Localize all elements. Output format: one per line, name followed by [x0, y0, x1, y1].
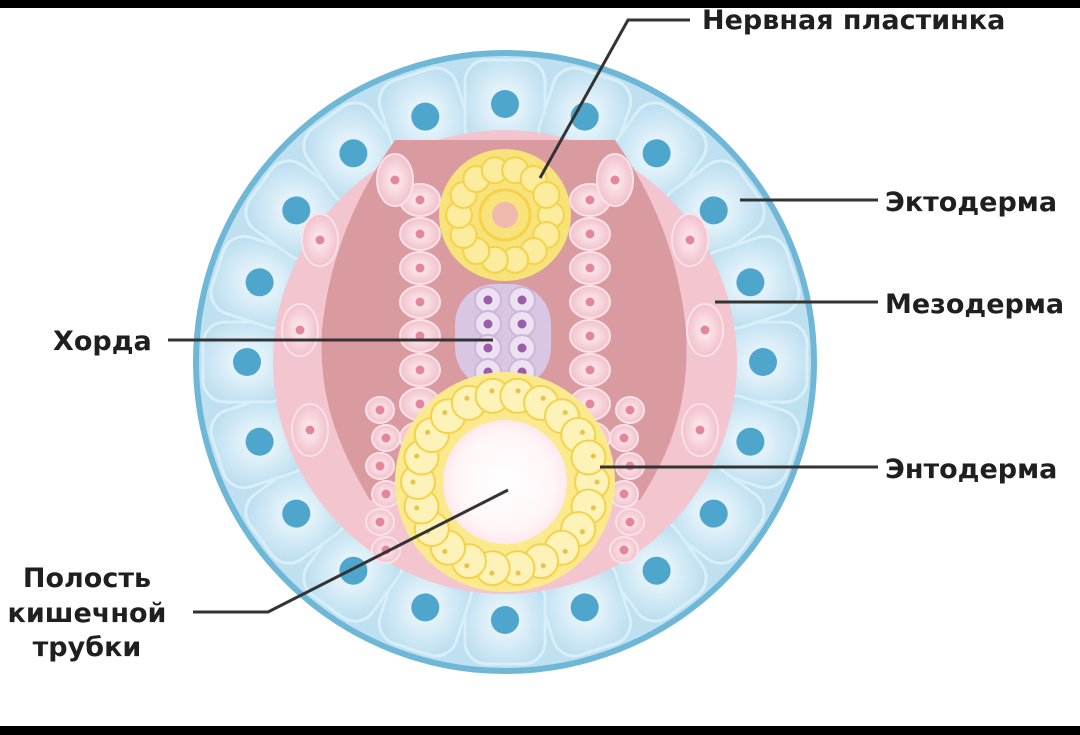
label-neural-plate: Нервная пластинка	[702, 5, 1005, 36]
mesoderm-cell	[399, 353, 441, 387]
mesoderm-cell	[569, 285, 611, 319]
mesoderm-cell	[371, 424, 401, 452]
neural-plate	[439, 149, 571, 281]
endoderm-cell	[499, 550, 536, 587]
mesoderm-cell	[569, 217, 611, 251]
mesoderm-cell	[615, 396, 645, 424]
mesoderm-cell	[596, 153, 634, 207]
mesoderm-cell	[681, 403, 719, 457]
mesoderm-cell	[365, 396, 395, 424]
label-endoderm: Энтодерма	[885, 454, 1057, 485]
mesoderm-cell	[569, 319, 611, 353]
mesoderm-cell	[301, 213, 339, 267]
mesoderm-cell	[399, 217, 441, 251]
chord-cell	[474, 286, 502, 314]
chord-cell	[508, 286, 536, 314]
neural-plate-cell	[532, 181, 561, 209]
leader-gut-cavity	[193, 488, 509, 614]
leader-lines	[168, 18, 878, 614]
label-chord: Хорда	[53, 326, 152, 357]
mesoderm-cell	[399, 285, 441, 319]
mesoderm-cell	[609, 424, 639, 452]
label-gut-cavity-line-1: Полость	[23, 563, 151, 594]
mesoderm-cell	[371, 480, 401, 508]
mesoderm-cells	[281, 153, 724, 564]
chord-cell	[474, 310, 502, 338]
gut-cavity	[443, 420, 567, 544]
mesoderm-cell	[569, 251, 611, 285]
ectoderm-cell	[463, 58, 547, 150]
mesoderm-cell	[371, 536, 401, 564]
label-ectoderm: Эктодерма	[885, 187, 1057, 218]
label-gut-cavity-line-2: кишечной	[8, 598, 167, 629]
mesoderm-cell	[365, 452, 395, 480]
mesoderm-cell	[609, 480, 639, 508]
chord-cell	[508, 334, 536, 362]
mesoderm-cell	[686, 303, 724, 357]
mesoderm-cell	[291, 403, 329, 457]
mesoderm-cell	[376, 153, 414, 207]
mesoderm-cell	[609, 536, 639, 564]
endoderm-cell	[570, 439, 607, 476]
mesoderm-cell	[399, 251, 441, 285]
mesoderm-cell	[671, 213, 709, 267]
label-gut-cavity-line-3: трубки	[33, 632, 142, 663]
mesoderm-cell	[365, 508, 395, 536]
label-mesoderm: Мезодерма	[885, 289, 1064, 320]
mesoderm-cell	[569, 353, 611, 387]
chord-cell	[508, 310, 536, 338]
mesoderm-cell	[281, 303, 319, 357]
mesoderm-cell	[399, 319, 441, 353]
endoderm	[395, 372, 615, 592]
mesoderm-cell	[615, 508, 645, 536]
leader-neural-plate	[538, 18, 690, 179]
